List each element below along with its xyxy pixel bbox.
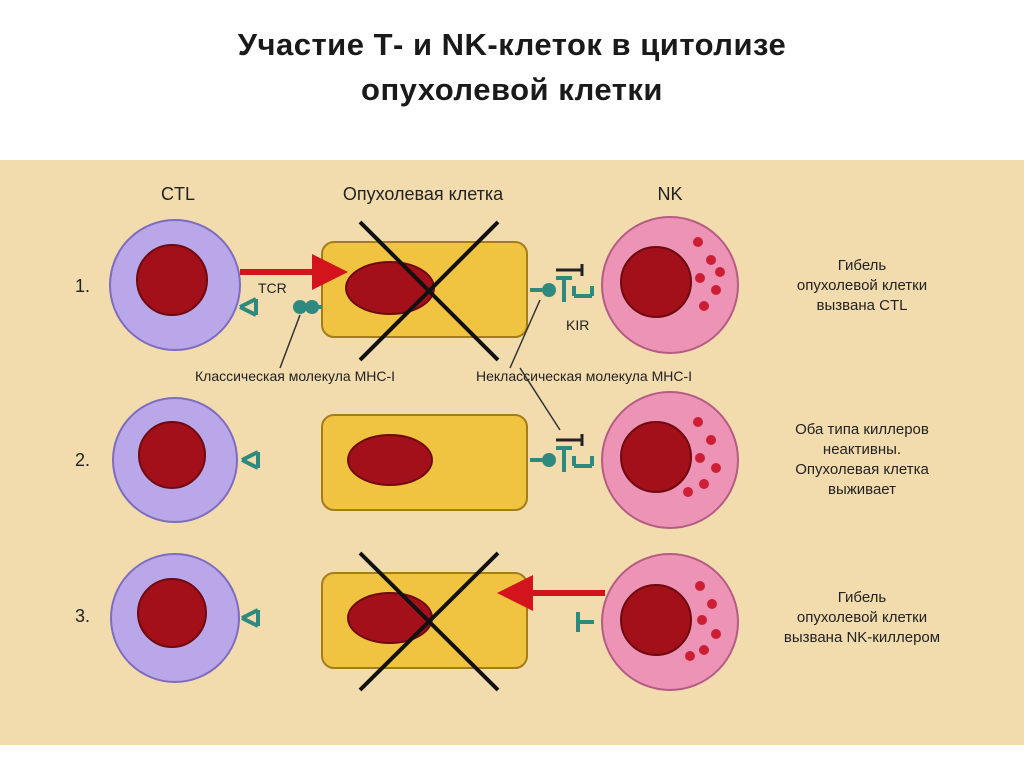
outcome-3-line-2: опухолевой клетки bbox=[797, 609, 927, 626]
outcome-3-line-1: Гибель bbox=[838, 589, 887, 606]
outcome-3-line-3: вызвана NK-киллером bbox=[784, 629, 940, 646]
row-number-2: 2. bbox=[75, 450, 90, 470]
ctl-cell bbox=[109, 219, 241, 351]
diagram-canvas: CTL Опухолевая клетка NK 1. bbox=[0, 160, 1024, 745]
outcome-2-line-2: неактивны. bbox=[823, 441, 901, 458]
outcome-2-line-1: Оба типа киллеров bbox=[795, 421, 929, 438]
kir-receptor bbox=[530, 264, 594, 302]
tcr-receptor bbox=[241, 608, 260, 628]
outcome-2-line-4: выживает bbox=[828, 481, 896, 498]
title-line-2: опухолевой клетки bbox=[361, 72, 663, 107]
nk-cell bbox=[576, 553, 739, 691]
nonclassic-mhc-pointer bbox=[509, 299, 561, 431]
outcome-2-line-3: Опухолевая клетка bbox=[795, 461, 929, 478]
classic-mhc-label: Классическая молекула МНС-I bbox=[195, 368, 395, 384]
row-number-1: 1. bbox=[75, 276, 90, 296]
title-line-1: Участие Т- и NK-клеток в цитолизе bbox=[237, 27, 787, 62]
ctl-cell bbox=[112, 397, 238, 523]
ctl-cell bbox=[110, 553, 240, 683]
column-label-ctl: CTL bbox=[161, 184, 195, 204]
tcr-receptor bbox=[241, 450, 260, 470]
cell-death-cross bbox=[358, 551, 500, 692]
classic-mhc-pointer bbox=[279, 314, 301, 369]
outcome-1-line-3: вызвана CTL bbox=[817, 297, 908, 314]
cell-death-cross bbox=[358, 220, 500, 362]
kir-label: KIR bbox=[566, 317, 589, 333]
row-2: 2. bbox=[75, 391, 929, 529]
row-1: 1. bbox=[75, 216, 927, 362]
nk-cell bbox=[601, 216, 739, 354]
slide-title: Участие Т- и NK-клеток в цитолизе опухол… bbox=[0, 22, 1024, 112]
classic-mhc-receptor bbox=[239, 297, 322, 317]
row-3: 3. bbox=[75, 551, 940, 692]
column-label-tumor: Опухолевая клетка bbox=[343, 184, 504, 204]
kir-receptor bbox=[530, 434, 594, 472]
tumor-cell bbox=[321, 572, 528, 669]
outcome-1-line-1: Гибель bbox=[838, 257, 887, 274]
outcome-1-line-2: опухолевой клетки bbox=[797, 277, 927, 294]
cytolysis-diagram: CTL Опухолевая клетка NK 1. bbox=[0, 160, 1024, 745]
tumor-cell bbox=[321, 241, 528, 338]
tumor-cell bbox=[321, 414, 528, 511]
nonclassic-mhc-label: Неклассическая молекула МНС-I bbox=[476, 368, 692, 384]
column-label-nk: NK bbox=[657, 184, 682, 204]
tcr-label: TCR bbox=[258, 280, 287, 296]
nk-cell bbox=[601, 391, 739, 529]
row-number-3: 3. bbox=[75, 606, 90, 626]
